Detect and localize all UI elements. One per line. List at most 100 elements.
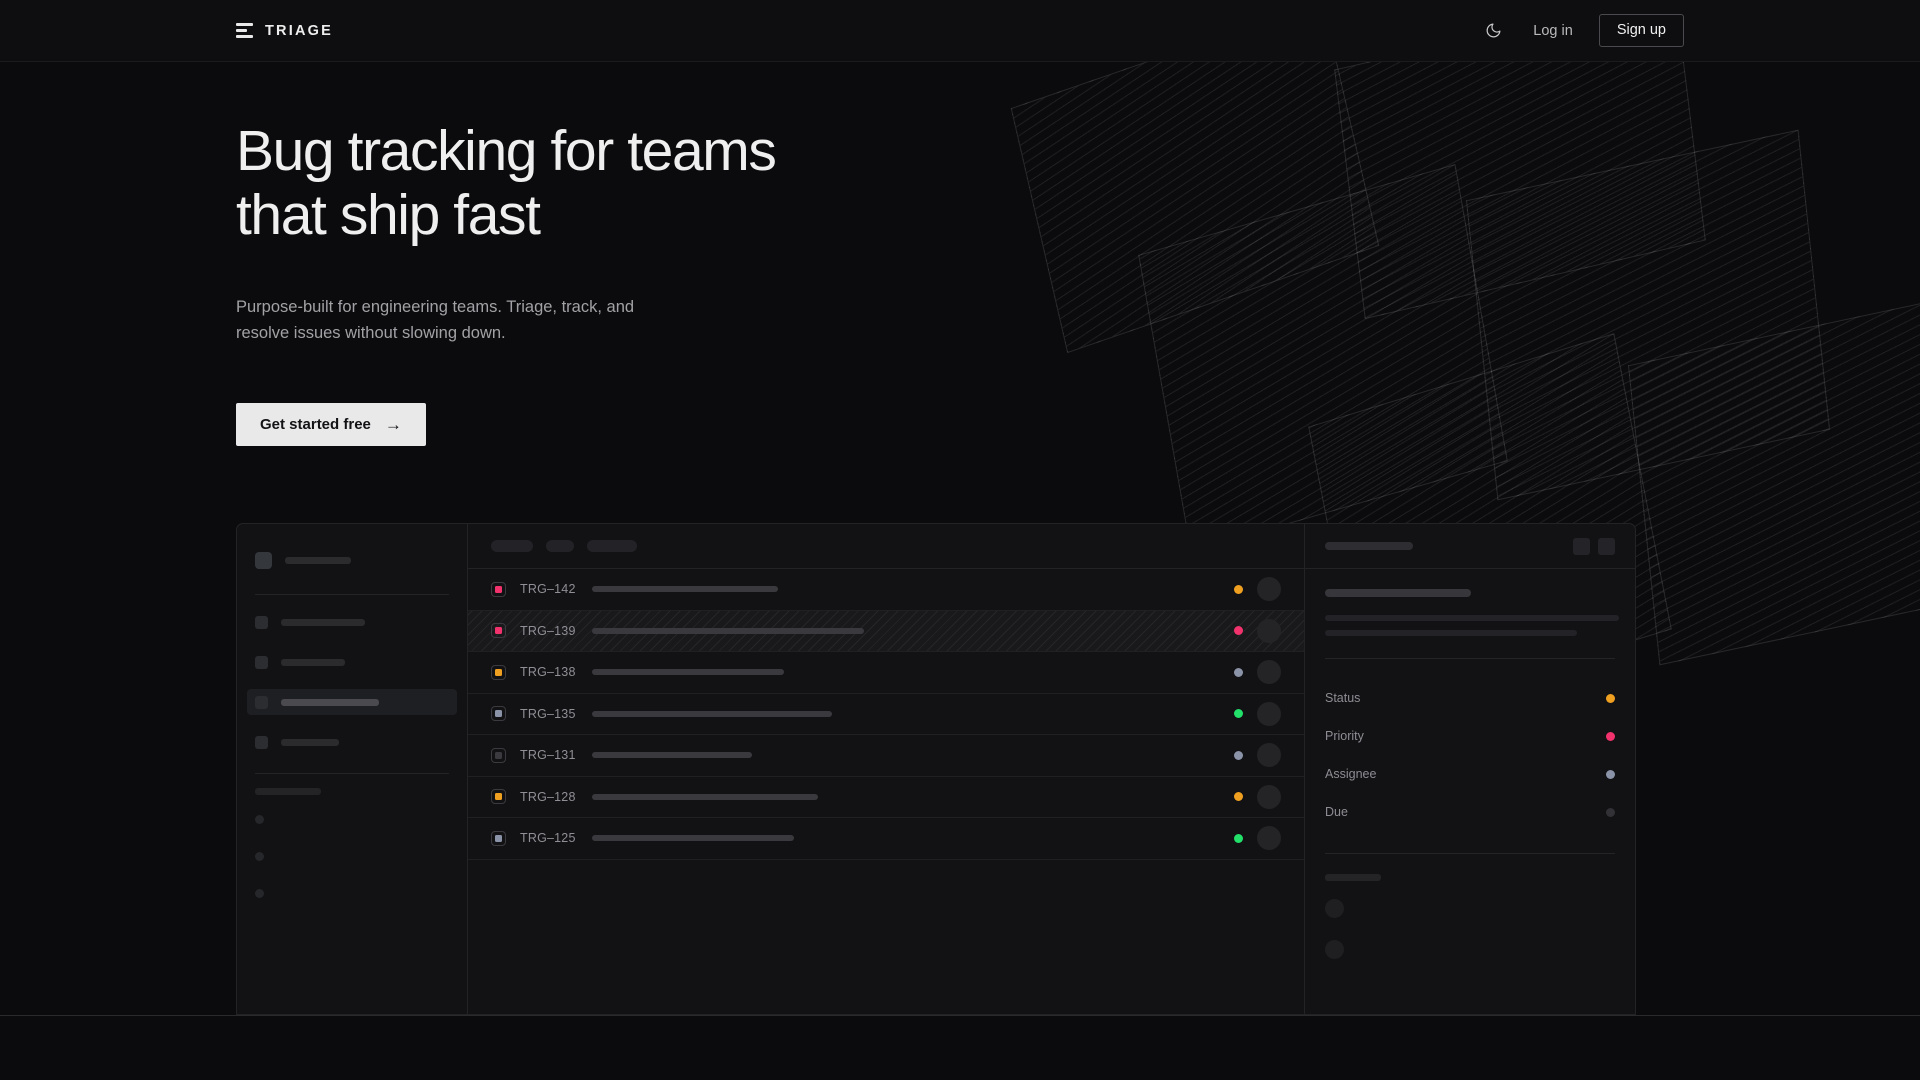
sidebar-divider-bottom [255,773,449,774]
issue-row[interactable]: TRG–139 [468,610,1304,652]
ribbon-shape-6 [1627,294,1920,666]
detail-meta-value-dot [1606,731,1615,741]
arrow-right-icon: → [384,415,402,435]
detail-separator-bottom [1325,853,1615,854]
sidebar-sub-item-1[interactable] [255,815,264,824]
issue-assignee-avatar[interactable] [1257,577,1281,602]
login-link[interactable]: Log in [1533,22,1573,39]
issue-id: TRG–128 [520,789,576,804]
ribbon-shape-3 [1138,163,1508,553]
issue-row-meta [1234,660,1281,685]
issue-row[interactable]: TRG–128 [468,777,1304,818]
sidebar-item-1[interactable] [247,609,457,635]
sidebar-sub-item-3[interactable] [255,889,264,898]
detail-meta-label: Assignee [1325,767,1377,781]
mockup-sidebar-brand [255,544,449,576]
detail-meta-status[interactable]: Status [1325,679,1615,717]
sidebar-item-2[interactable] [247,649,457,675]
signup-button[interactable]: Sign up [1598,14,1684,47]
detail-separator-top [1325,658,1615,659]
sidebar-item-icon [255,655,268,669]
issue-assignee-avatar[interactable] [1257,618,1281,643]
toolbar-chip-2[interactable] [546,540,574,552]
issue-id: TRG–142 [520,582,576,597]
sidebar-sub-item-2[interactable] [255,852,264,861]
issue-status-dot [1234,833,1243,843]
issue-assignee-avatar[interactable] [1257,826,1281,851]
issue-row-meta [1234,618,1281,643]
issue-row[interactable]: TRG–138 [468,652,1304,694]
sidebar-item-label-skeleton [281,738,339,746]
toolbar-chip-3[interactable] [587,540,637,552]
sidebar-divider-top [255,594,449,595]
detail-meta-value-dot [1606,693,1615,703]
sidebar-item-icon [255,735,268,749]
mockup-workspace-label-skeleton [285,556,351,564]
issue-assignee-avatar[interactable] [1257,784,1281,809]
sidebar-item-icon [255,695,268,709]
issue-assignee-avatar[interactable] [1257,701,1281,726]
issue-type-icon [491,623,506,639]
issue-status-dot [1234,709,1243,719]
issue-status-dot [1234,750,1243,760]
brand-logo[interactable]: TRIAGE [236,22,333,39]
detail-header-button-1[interactable] [1573,537,1590,555]
sidebar-item-label-skeleton [281,698,379,706]
sidebar-sub-items [255,815,449,898]
detail-header-buttons [1573,537,1615,555]
below-fold-section [0,1016,1920,1080]
mockup-sidebar-nav [247,609,457,755]
page-divider [0,1015,1920,1016]
issue-type-icon [491,789,506,805]
sidebar-item-3[interactable] [247,689,457,715]
issue-type-icon [491,830,506,846]
detail-panel-header [1305,524,1635,569]
cta-label: Get started free [260,416,371,434]
detail-body-line-2 [1325,630,1577,636]
issue-type-icon [491,664,506,680]
issue-assignee-avatar[interactable] [1257,660,1281,685]
detail-header-button-2[interactable] [1598,537,1615,555]
hero-headline: Bug tracking for teams that ship fast [236,119,777,247]
issue-title-skeleton [592,586,778,593]
detail-meta-due[interactable]: Due [1325,793,1615,831]
issue-title-skeleton [592,752,752,759]
site-header: TRIAGE Log in Sign up [0,0,1920,62]
activity-avatar-1[interactable] [1325,899,1344,918]
issue-row[interactable]: TRG–131 [468,735,1304,777]
sidebar-section-label-skeleton [255,788,321,795]
issue-row-meta [1234,577,1281,602]
detail-meta-priority[interactable]: Priority [1325,717,1615,755]
detail-description-skeleton [1325,615,1619,636]
issue-title-skeleton [592,627,864,634]
detail-meta-value-dot [1606,807,1615,817]
issue-row-meta [1234,826,1281,851]
issue-row[interactable]: TRG–142 [468,569,1304,611]
get-started-button[interactable]: Get started free → [236,403,426,447]
issue-assignee-avatar[interactable] [1257,743,1281,768]
mockup-sidebar [237,524,468,1014]
sidebar-item-4[interactable] [247,729,457,755]
moon-icon[interactable] [1479,17,1507,45]
detail-activity-avatars [1325,899,1615,959]
issue-row[interactable]: TRG–125 [468,818,1304,860]
issue-row-meta [1234,743,1281,768]
issue-status-dot [1234,667,1243,677]
triage-bars-logo-icon [236,22,253,39]
detail-meta-assignee[interactable]: Assignee [1325,755,1615,793]
mockup-list-toolbar [468,524,1304,569]
mockup-workspace-icon [255,551,272,569]
issue-row[interactable]: TRG–135 [468,694,1304,735]
issue-row-meta [1234,701,1281,726]
header-actions: Log in Sign up [1479,14,1684,47]
hero-subtitle: Purpose-built for engineering teams. Tri… [236,297,635,343]
detail-meta-value-dot [1606,769,1615,779]
detail-activity-label-skeleton [1325,874,1381,881]
detail-meta-label: Status [1325,691,1361,705]
issue-type-icon [491,581,506,597]
toolbar-chip-1[interactable] [491,540,533,552]
activity-avatar-2[interactable] [1325,940,1344,959]
